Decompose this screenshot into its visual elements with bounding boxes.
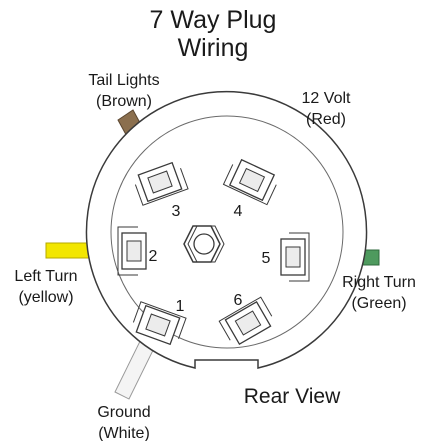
rear-view-label: Rear View (244, 385, 341, 408)
terminal-3 (134, 161, 189, 206)
pin-number-2: 2 (149, 248, 158, 265)
label-tail-lights-color: (Brown) (96, 93, 152, 110)
label-ground-color: (White) (98, 425, 150, 441)
pin-number-3: 3 (172, 203, 181, 220)
pin-number-6: 6 (234, 292, 243, 309)
plug-body (85, 90, 368, 369)
title-line-2: Wiring (178, 34, 249, 62)
label-right-turn-color: (Green) (351, 295, 406, 312)
terminal-5 (280, 232, 310, 282)
title-line-1: 7 Way Plug (150, 6, 277, 34)
label-right-turn-name: Right Turn (342, 274, 416, 291)
label-12-volt-color: (Red) (306, 111, 346, 128)
terminal-6 (218, 296, 273, 346)
terminal-4 (222, 158, 277, 206)
label-12-volt-name: 12 Volt (302, 90, 351, 107)
pin-number-4: 4 (234, 203, 243, 220)
hex-nut-icon (183, 225, 225, 263)
pin-number-1: 1 (176, 298, 185, 315)
terminal-1 (132, 301, 187, 346)
label-left-turn-color: (yellow) (18, 289, 73, 306)
terminal-2 (117, 226, 147, 276)
label-ground-name: Ground (97, 404, 150, 421)
label-left-turn-name: Left Turn (14, 268, 77, 285)
pin-number-5: 5 (262, 250, 271, 267)
label-tail-lights-name: Tail Lights (88, 72, 159, 89)
